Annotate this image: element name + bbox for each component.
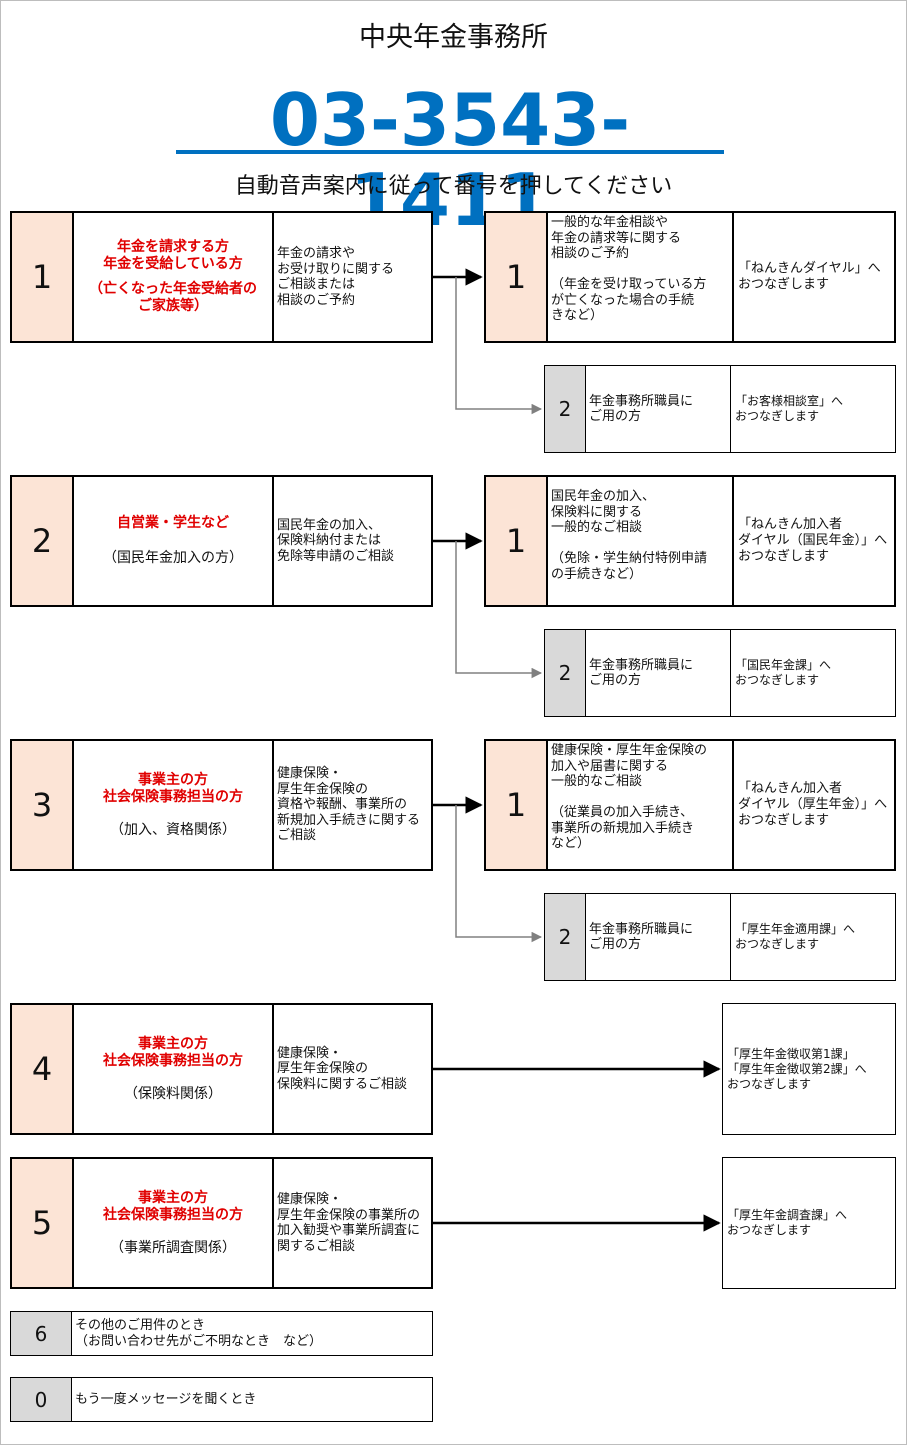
audience-sub: （国民年金加入の方）	[103, 550, 243, 566]
option-number[interactable]: 2	[545, 366, 586, 452]
audience-line: 社会保険事務担当の方	[103, 1206, 243, 1223]
menu-box-4: 4 事業主の方 社会保険事務担当の方 （保険料関係） 健康保険・ 厚生年金保険の…	[10, 1003, 433, 1135]
target-audience: 年金を請求する方 年金を受給している方 （亡くなった年金受給者の ご家族等）	[74, 213, 274, 341]
option-description: 一般的な年金相談や 年金の請求等に関する 相談のご予約 （年金を受け取っている方…	[548, 213, 734, 341]
option-number[interactable]: 1	[486, 741, 548, 869]
option-destination: 「お客様相談室」へ おつなぎします	[735, 394, 844, 423]
audience-line: 社会保険事務担当の方	[103, 788, 243, 805]
option-box-1-1: 1 一般的な年金相談や 年金の請求等に関する 相談のご予約 （年金を受け取ってい…	[484, 211, 896, 343]
destination-box-4: 「厚生年金徴収第1課」 「厚生年金徴収第2課」へ おつなぎします	[722, 1003, 896, 1135]
menu-number[interactable]: 0	[11, 1378, 72, 1421]
audience-sub: （亡くなった年金受給者の ご家族等）	[89, 281, 257, 314]
menu-description: もう一度メッセージを聞くとき	[75, 1391, 257, 1407]
option-description: 健康保険・厚生年金保険の 加入や届書に関する 一般的なご相談 （従業員の加入手続…	[548, 741, 734, 869]
menu-description: 健康保険・ 厚生年金保険の事業所の 加入勧奨や事業所調査に 関するご相談	[277, 1192, 421, 1254]
audience-line: 年金を受給している方	[103, 256, 243, 272]
menu-description: 国民年金の加入、 保険料納付または 免除等申請のご相談	[277, 517, 395, 564]
arrow-2-2	[455, 541, 543, 679]
option-number[interactable]: 2	[545, 894, 586, 980]
option-box-3-2: 2 年金事務所職員に ご用の方 「厚生年金適用課」へ おつなぎします	[544, 893, 896, 981]
option-description: 年金事務所職員に ご用の方	[586, 894, 731, 980]
option-destination: 「ねんきん加入者 ダイヤル（国民年金）」へ おつなぎします	[738, 517, 888, 564]
menu-description: 年金の請求や お受け取りに関する ご相談または 相談のご予約	[277, 246, 395, 308]
arrow-1-2	[455, 277, 543, 415]
phone-underline	[176, 150, 724, 154]
option-box-2-1: 1 国民年金の加入、 保険料に関する 一般的なご相談 （免除・学生納付特例申請 …	[484, 475, 896, 607]
arrow-3-2	[455, 805, 543, 943]
menu-box-1: 1 年金を請求する方 年金を受給している方 （亡くなった年金受給者の ご家族等）…	[10, 211, 433, 343]
option-destination: 「厚生年金適用課」へ おつなぎします	[735, 922, 856, 951]
option-destination: 「ねんきん加入者 ダイヤル（厚生年金）」へ おつなぎします	[738, 781, 888, 828]
target-audience: 事業主の方 社会保険事務担当の方 （事業所調査関係）	[74, 1159, 274, 1287]
audience-sub: （事業所調査関係）	[110, 1239, 236, 1256]
destination-box-5: 「厚生年金調査課」へ おつなぎします	[722, 1157, 896, 1289]
audience-line: 事業主の方	[138, 1189, 208, 1206]
option-number[interactable]: 2	[545, 630, 586, 716]
audience-line: 自営業・学生など	[117, 515, 229, 531]
option-number[interactable]: 1	[486, 213, 548, 341]
option-destination: 「国民年金課」へ おつなぎします	[735, 658, 832, 687]
target-audience: 事業主の方 社会保険事務担当の方 （保険料関係）	[74, 1005, 274, 1133]
office-title: 中央年金事務所	[359, 22, 548, 53]
option-destination: 「厚生年金徴収第1課」 「厚生年金徴収第2課」へ おつなぎします	[727, 1046, 867, 1091]
audience-line: 事業主の方	[138, 1035, 208, 1052]
option-number[interactable]: 1	[486, 477, 548, 605]
menu-number[interactable]: 6	[11, 1312, 72, 1355]
audience-line: 社会保険事務担当の方	[103, 1052, 243, 1069]
menu-number[interactable]: 3	[12, 741, 74, 869]
audience-sub: （加入、資格関係）	[110, 821, 236, 838]
menu-number[interactable]: 4	[12, 1005, 74, 1133]
target-audience: 事業主の方 社会保険事務担当の方 （加入、資格関係）	[74, 741, 274, 869]
menu-number[interactable]: 1	[12, 213, 74, 341]
option-destination: 「ねんきんダイヤル」へ おつなぎします	[738, 261, 881, 292]
option-description: 年金事務所職員に ご用の方	[586, 630, 731, 716]
audience-line: 年金を請求する方	[117, 239, 229, 255]
audience-sub: （保険料関係）	[124, 1085, 222, 1102]
menu-box-2: 2 自営業・学生など （国民年金加入の方） 国民年金の加入、 保険料納付または …	[10, 475, 433, 607]
audience-line: 事業主の方	[138, 771, 208, 788]
menu-description: その他のご用件のとき （お問い合わせ先がご不明なとき など）	[75, 1318, 323, 1349]
menu-box-6: 6 その他のご用件のとき （お問い合わせ先がご不明なとき など）	[10, 1311, 433, 1356]
option-box-3-1: 1 健康保険・厚生年金保険の 加入や届書に関する 一般的なご相談 （従業員の加入…	[484, 739, 896, 871]
option-description: 国民年金の加入、 保険料に関する 一般的なご相談 （免除・学生納付特例申請 の手…	[548, 477, 734, 605]
menu-box-3: 3 事業主の方 社会保険事務担当の方 （加入、資格関係） 健康保険・ 厚生年金保…	[10, 739, 433, 871]
option-box-2-2: 2 年金事務所職員に ご用の方 「国民年金課」へ おつなぎします	[544, 629, 896, 717]
menu-description: 健康保険・ 厚生年金保険の 資格や報酬、事業所の 新規加入手続きに関する ご相談	[277, 766, 421, 844]
instruction-text: 自動音声案内に従って番号を押してください	[234, 174, 673, 199]
option-box-1-2: 2 年金事務所職員に ご用の方 「お客様相談室」へ おつなぎします	[544, 365, 896, 453]
option-description: 年金事務所職員に ご用の方	[586, 366, 731, 452]
target-audience: 自営業・学生など （国民年金加入の方）	[74, 477, 274, 605]
menu-number[interactable]: 5	[12, 1159, 74, 1287]
option-destination: 「厚生年金調査課」へ おつなぎします	[727, 1208, 848, 1237]
menu-box-0: 0 もう一度メッセージを聞くとき	[10, 1377, 433, 1422]
menu-description: 健康保険・ 厚生年金保険の 保険料に関するご相談	[277, 1045, 408, 1092]
menu-number[interactable]: 2	[12, 477, 74, 605]
menu-box-5: 5 事業主の方 社会保険事務担当の方 （事業所調査関係） 健康保険・ 厚生年金保…	[10, 1157, 433, 1289]
